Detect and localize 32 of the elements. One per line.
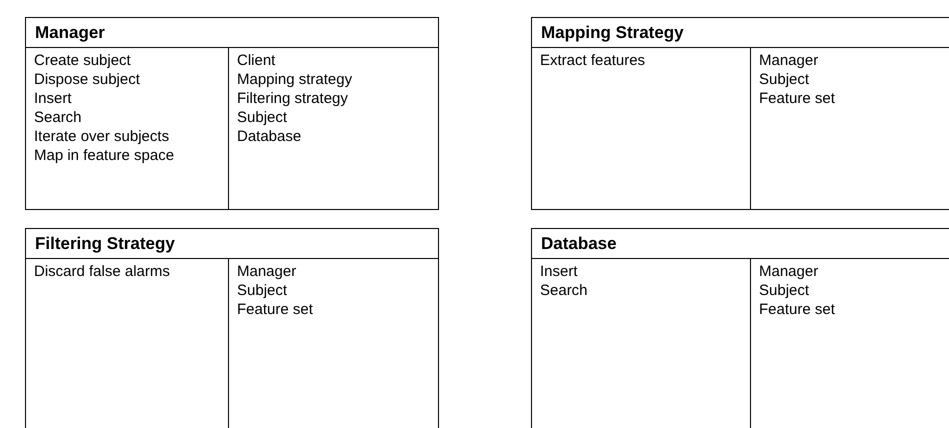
list-item: Iterate over subjects xyxy=(34,127,170,146)
list-item: Map in feature space xyxy=(34,146,174,165)
class-card xyxy=(25,228,439,428)
list-item: Extract features xyxy=(540,51,646,70)
list-item: Search xyxy=(540,281,588,300)
list-item: Create subject xyxy=(34,51,131,70)
list-item: Filtering strategy xyxy=(237,89,348,108)
list-item: Mapping strategy xyxy=(237,70,352,89)
list-item: Manager xyxy=(759,51,818,70)
list-item: Database xyxy=(237,127,302,146)
class-card xyxy=(531,228,949,428)
list-item: Subject xyxy=(759,70,810,89)
class-card xyxy=(25,17,439,210)
list-item: Subject xyxy=(237,108,288,127)
card-heading: Manager xyxy=(35,23,105,43)
list-item: Insert xyxy=(540,262,578,281)
class-card xyxy=(531,17,949,210)
list-item: Client xyxy=(237,51,276,70)
card-heading: Database xyxy=(541,234,617,254)
list-item: Feature set xyxy=(759,89,835,108)
list-item: Dispose subject xyxy=(34,70,140,89)
list-item: Discard false alarms xyxy=(34,262,170,281)
list-item: Subject xyxy=(759,281,810,300)
list-item: Manager xyxy=(237,262,296,281)
list-item: Subject xyxy=(237,281,288,300)
list-item: Feature set xyxy=(759,300,835,319)
card-heading: Mapping Strategy xyxy=(541,23,684,43)
list-item: Insert xyxy=(34,89,72,108)
list-item: Feature set xyxy=(237,300,313,319)
list-item: Search xyxy=(34,108,82,127)
card-heading: Filtering Strategy xyxy=(35,234,175,254)
list-item: Manager xyxy=(759,262,818,281)
